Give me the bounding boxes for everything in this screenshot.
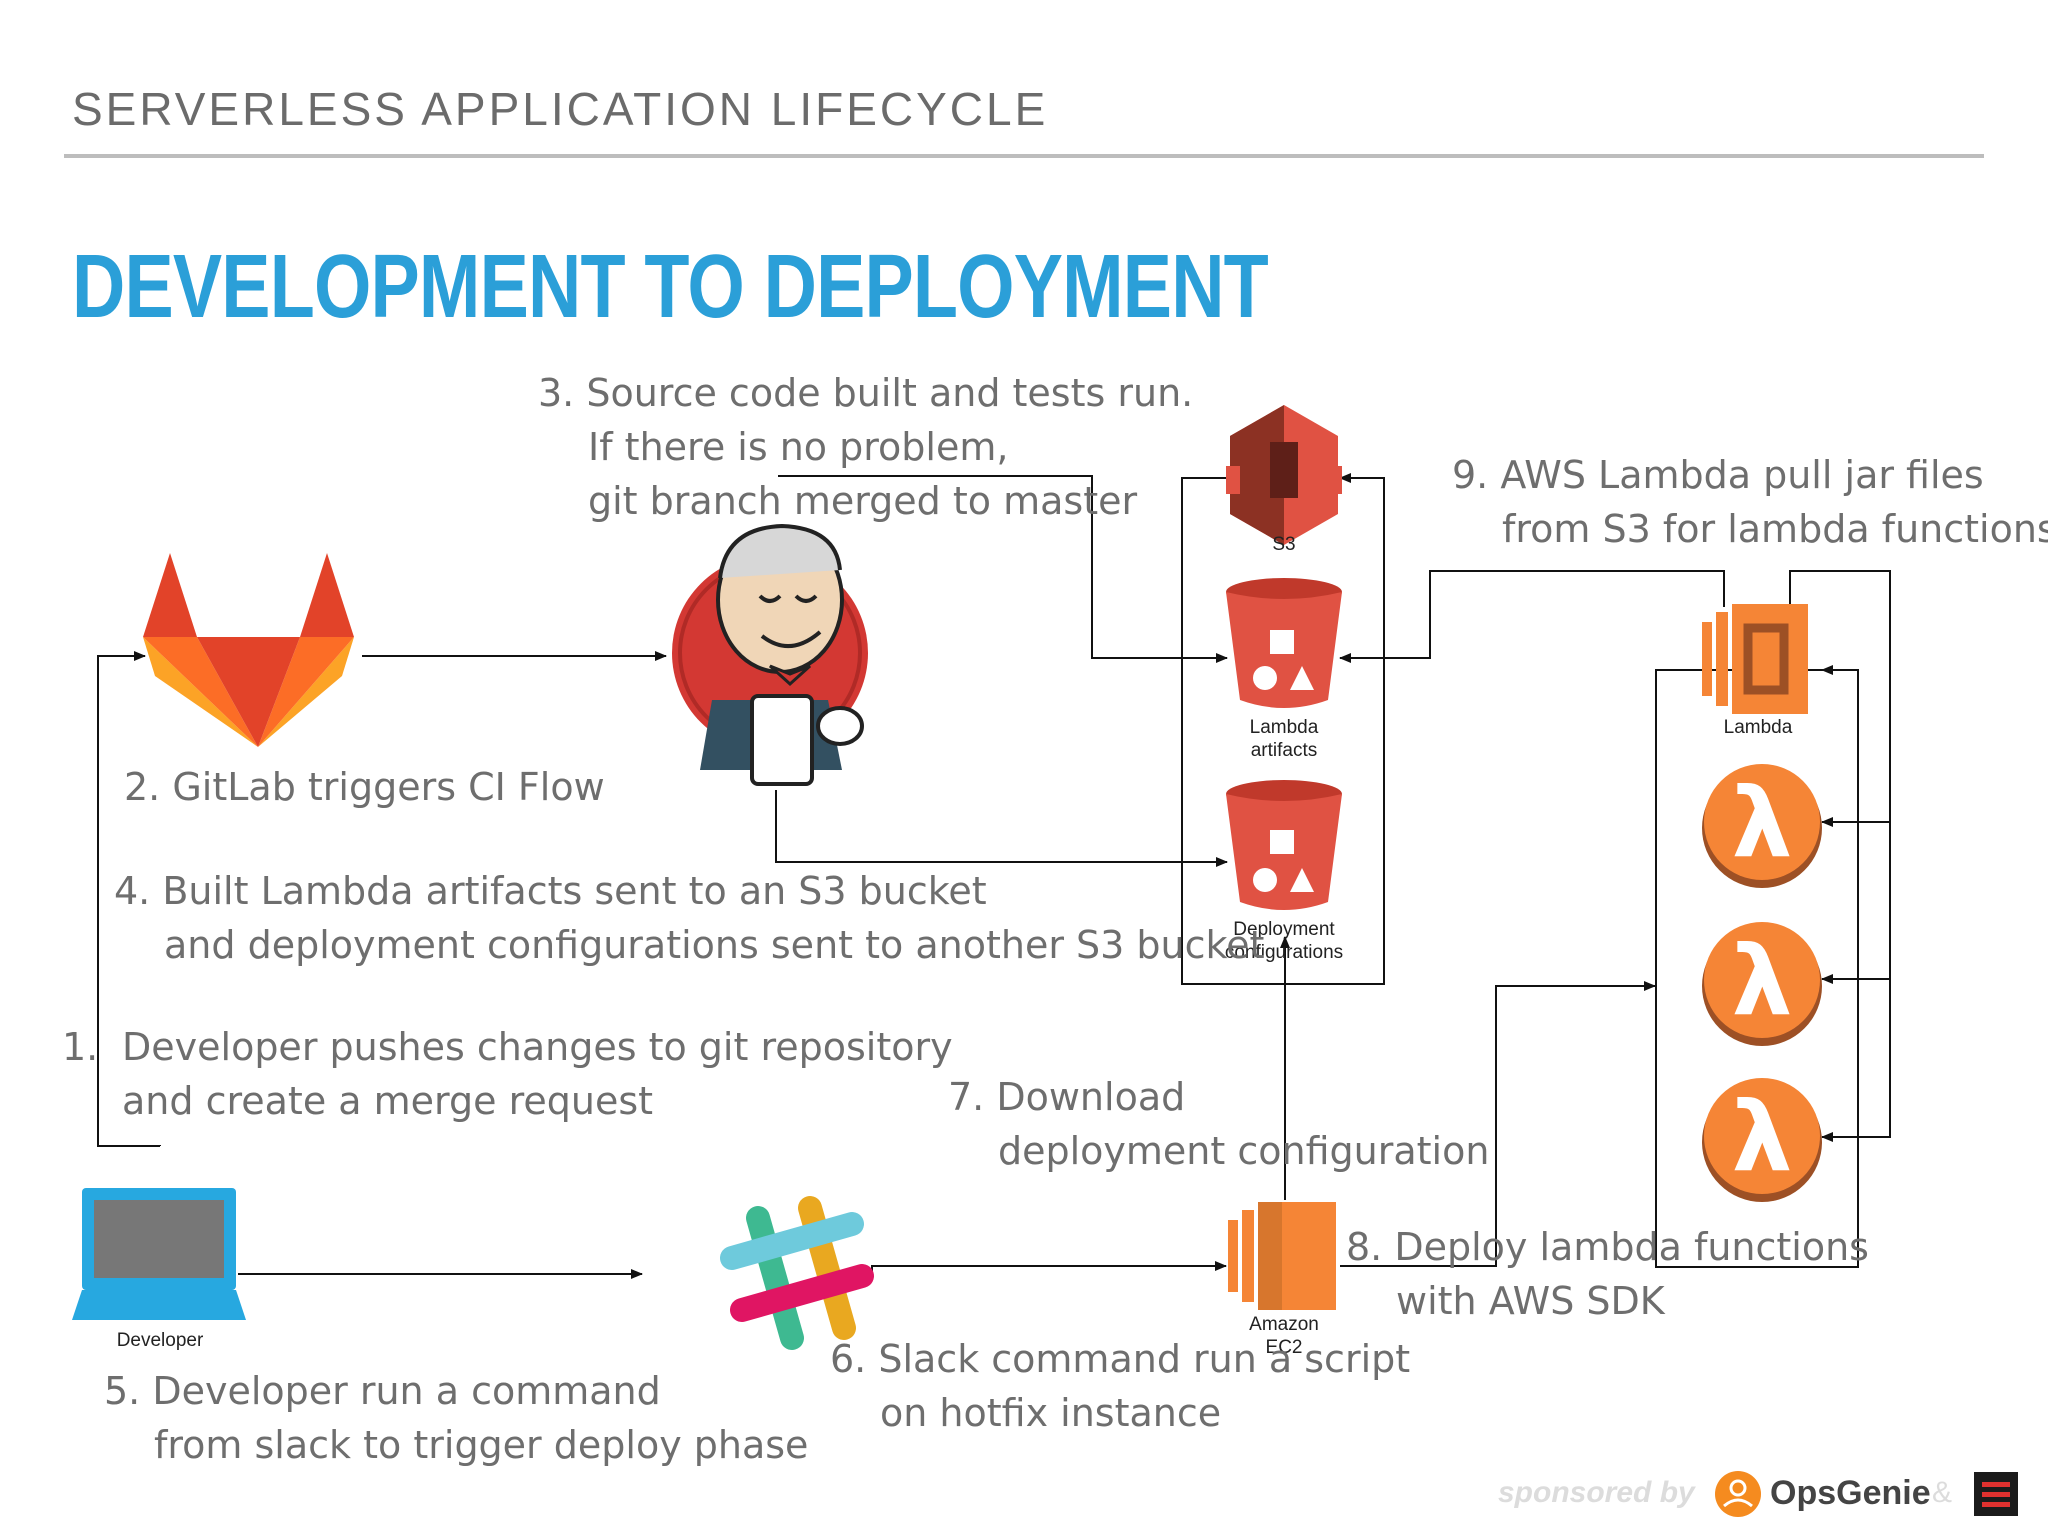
step-4-line-2: and deployment configurations sent to an… <box>164 923 1265 967</box>
arrow-jenkins-to-deploy-config <box>775 790 1228 867</box>
step-1-number: 1. <box>62 1025 99 1069</box>
svg-text:λ: λ <box>1732 925 1793 1037</box>
opsgenie-brand-text: OpsGenie <box>1770 1474 1931 1512</box>
step-6-line-1: 6. Slack command run a script <box>830 1337 1411 1381</box>
svg-text:λ: λ <box>1732 1081 1793 1193</box>
ampersand-text: & <box>1932 1476 1953 1509</box>
step-6-line-2: on hotfix instance <box>880 1391 1222 1435</box>
arrow-developer-to-gitlab-line <box>97 651 160 1147</box>
laptop-icon <box>72 1188 246 1320</box>
opsgenie-logo-icon <box>1715 1471 1761 1517</box>
step-3-line-2: If there is no problem, <box>588 425 1009 469</box>
gitlab-icon <box>143 553 354 747</box>
header-divider <box>64 154 1984 158</box>
lambda-function-icon-2: λ <box>1702 922 1822 1046</box>
slide-title: DEVELOPMENT TO DEPLOYMENT <box>72 237 1269 337</box>
s3-icon <box>1226 405 1342 545</box>
developer-label: Developer <box>117 1330 204 1351</box>
step-1-line-1: Developer pushes changes to git reposito… <box>122 1025 953 1069</box>
s3-label: S3 <box>1272 534 1295 555</box>
aws-lambda-icon <box>1702 604 1808 714</box>
step-3-line-3: git branch merged to master <box>588 479 1138 523</box>
step-7-line-2: deployment configuration <box>998 1129 1490 1173</box>
lambda-artifacts-label-1: Lambda <box>1250 717 1319 738</box>
step-7-line-1: 7. Download <box>948 1075 1186 1119</box>
step-5-line-2: from slack to trigger deploy phase <box>154 1423 809 1467</box>
arrow-slack-to-ec2 <box>871 1261 1227 1276</box>
section-title: SERVERLESS APPLICATION LIFECYCLE <box>72 83 1049 135</box>
arrow-lambda-to-artifacts <box>1339 570 1725 663</box>
arrow-lambda-pull-loop <box>1789 570 1891 1142</box>
step-9-line-2: from S3 for lambda functions <box>1502 507 2048 551</box>
step-1-line-2: and create a merge request <box>122 1079 654 1123</box>
lambda-artifacts-label-2: artifacts <box>1251 740 1318 761</box>
arrow-ec2-to-lambda-group <box>1340 981 1656 1267</box>
deployment-config-label-1: Deployment <box>1233 919 1335 940</box>
step-8-line-1: 8. Deploy lambda functions <box>1346 1225 1869 1269</box>
step-3-line-1: 3. Source code built and tests run. <box>538 371 1194 415</box>
ec2-icon <box>1228 1202 1336 1310</box>
ec2-label-1: Amazon <box>1249 1314 1319 1335</box>
lambda-artifacts-bucket-icon <box>1226 578 1342 708</box>
svg-text:λ: λ <box>1732 767 1793 879</box>
step-2-line-1: 2. GitLab triggers CI Flow <box>124 765 605 809</box>
step-4-line-1: 4. Built Lambda artifacts sent to an S3 … <box>114 869 987 913</box>
lambda-function-icon-3: λ <box>1702 1078 1822 1202</box>
ec2-label-2: EC2 <box>1266 1337 1303 1358</box>
jenkins-icon <box>672 523 868 786</box>
sponsored-by-text: sponsored by <box>1498 1476 1695 1509</box>
step-8-line-2: with AWS SDK <box>1396 1279 1665 1323</box>
partner-logo-icon <box>1974 1472 2018 1516</box>
step-5-line-1: 5. Developer run a command <box>104 1369 661 1413</box>
deployment-config-bucket-icon <box>1226 780 1342 910</box>
deployment-config-label-2: configurations <box>1225 942 1343 963</box>
aws-lambda-label: Lambda <box>1724 717 1793 738</box>
step-9-line-1: 9. AWS Lambda pull jar files <box>1452 453 1984 497</box>
arrow-jenkins-to-lambda-artifacts <box>778 475 1228 663</box>
slack-icon <box>720 1196 874 1350</box>
lambda-function-icon-1: λ <box>1702 764 1822 888</box>
